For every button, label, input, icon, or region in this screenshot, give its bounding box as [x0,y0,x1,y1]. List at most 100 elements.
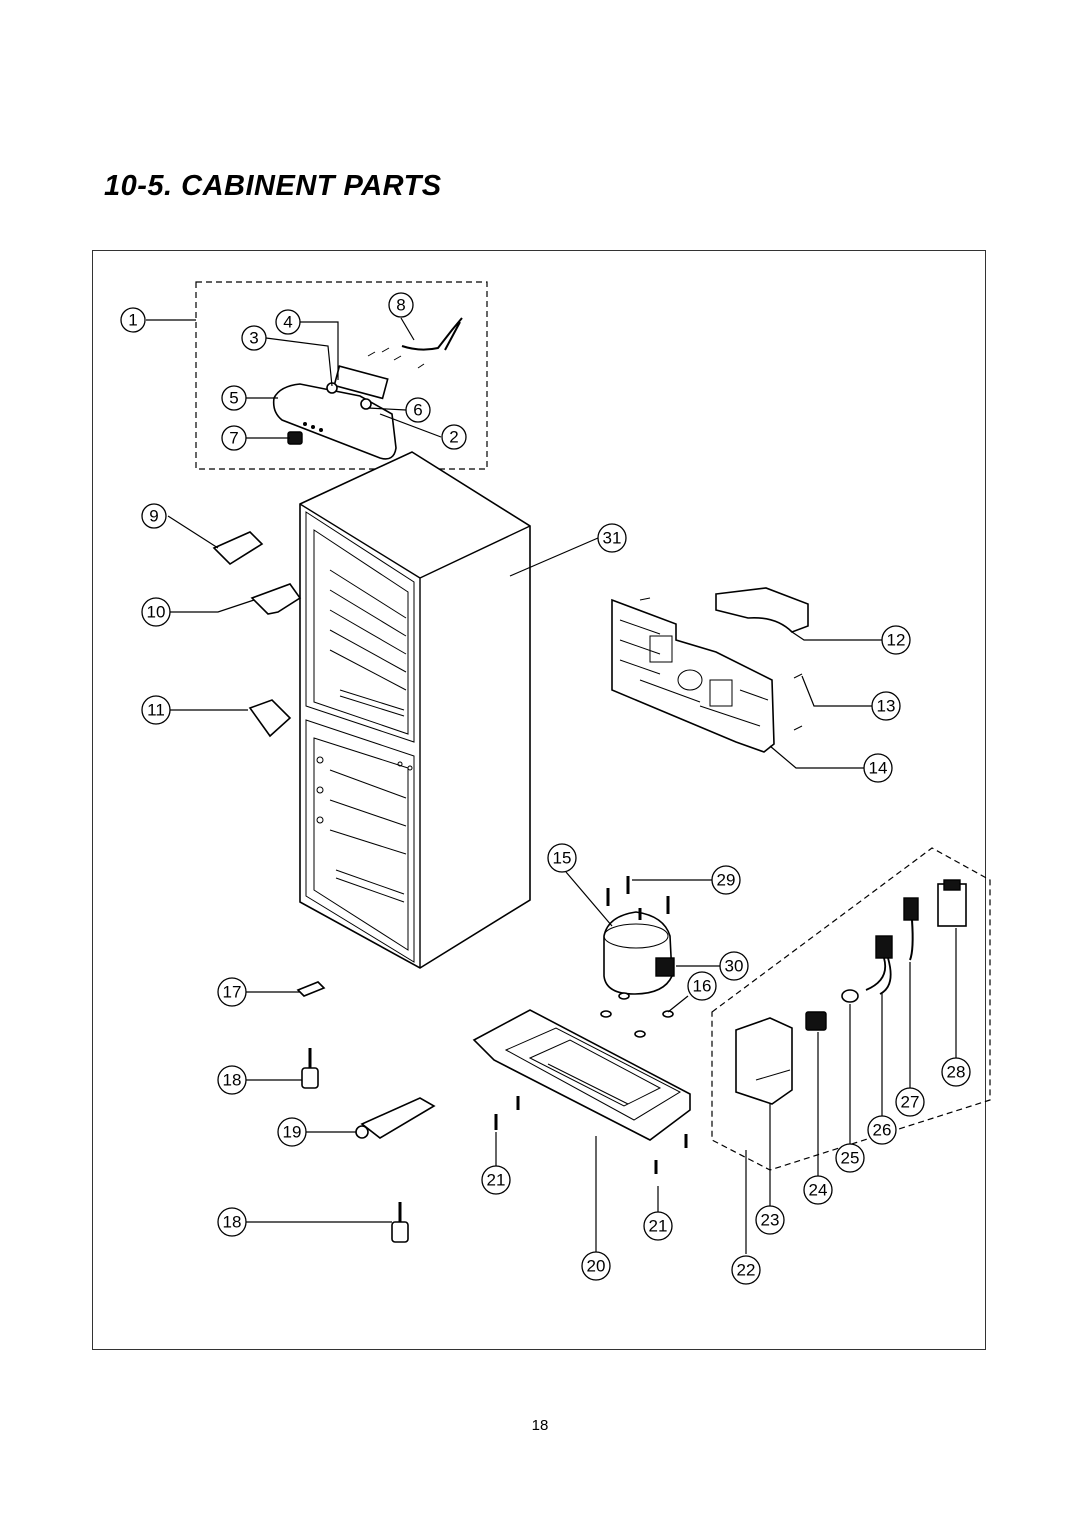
callout-26: 26 [867,1115,897,1145]
hinge-plate [296,981,326,997]
callout-17: 17 [217,977,247,1007]
svg-text:5: 5 [229,389,238,408]
svg-text:22: 22 [737,1261,756,1280]
callout-10: 10 [141,597,171,627]
callout-2: 2 [441,424,467,450]
callout-14: 14 [863,753,893,783]
svg-text:21: 21 [487,1171,506,1190]
refrigerator-cabinet [299,451,531,969]
callout-27: 27 [895,1087,925,1117]
top-hinge [212,531,264,566]
svg-text:31: 31 [603,529,622,548]
callout-21a: 21 [481,1165,511,1195]
svg-text:25: 25 [841,1149,860,1168]
svg-text:15: 15 [553,849,572,868]
electrical-parts-group-box [711,847,991,1171]
callout-23: 23 [755,1205,785,1235]
capacitor [937,879,967,927]
diagram-frame [92,250,986,1350]
svg-text:28: 28 [947,1063,966,1082]
callout-11: 11 [141,695,171,725]
svg-text:9: 9 [149,507,158,526]
callout-18b: 18 [217,1207,247,1237]
callout-13: 13 [871,691,901,721]
svg-text:14: 14 [869,759,888,778]
middle-hinge [250,583,302,615]
rear-cover-screws [639,597,803,731]
svg-text:1: 1 [128,311,137,330]
overload-protector [805,1011,827,1031]
compressor-box-cover [715,587,809,633]
svg-text:27: 27 [901,1093,920,1112]
callout-22: 22 [731,1255,761,1285]
svg-text:24: 24 [809,1181,828,1200]
grommets [600,992,674,1038]
callout-28: 28 [941,1057,971,1087]
callout-4: 4 [275,309,301,335]
callout-29: 29 [711,865,741,895]
page-title: 10-5. CABINENT PARTS [104,170,442,202]
power-cord [903,897,919,961]
svg-text:18: 18 [223,1071,242,1090]
svg-text:23: 23 [761,1211,780,1230]
svg-text:30: 30 [725,957,744,976]
svg-text:6: 6 [413,401,422,420]
callout-25: 25 [835,1143,865,1173]
compressor-base-plate [472,1009,691,1141]
svg-text:26: 26 [873,1121,892,1140]
svg-text:12: 12 [887,631,906,650]
svg-text:19: 19 [283,1123,302,1142]
callout-24: 24 [803,1175,833,1205]
thermostat-assembly [326,365,389,410]
callout-1: 1 [120,307,146,333]
roller-bracket [355,1097,436,1139]
callouts: 1 2 3 4 5 6 7 8 9 10 11 12 13 14 15 16 1… [120,292,971,1285]
callout-21b: 21 [643,1211,673,1241]
callout-20: 20 [581,1251,611,1281]
callout-3: 3 [241,325,267,351]
callout-31: 31 [597,523,627,553]
svg-text:17: 17 [223,983,242,1002]
base-screws [494,1096,688,1174]
control-panel-group-box [195,281,488,470]
callout-30: 30 [719,951,749,981]
svg-text:10: 10 [147,603,166,622]
callout-15: 15 [547,843,577,873]
svg-text:21: 21 [649,1217,668,1236]
svg-text:11: 11 [147,701,165,720]
leveling-foot-lower [391,1202,409,1243]
leader-lines [146,317,957,1256]
svg-text:29: 29 [717,871,736,890]
panel-screws [367,347,425,369]
svg-text:20: 20 [587,1257,606,1276]
bottom-hinge [248,699,292,738]
page-number: 18 [531,1417,549,1434]
svg-text:3: 3 [249,329,258,348]
compressor-bolts [606,876,670,920]
callout-18a: 18 [217,1065,247,1095]
compressor [603,911,675,995]
svg-text:7: 7 [229,429,238,448]
svg-text:16: 16 [693,977,712,996]
leveling-foot-upper [301,1048,319,1089]
svg-text:4: 4 [283,313,292,332]
svg-text:2: 2 [449,428,458,447]
svg-text:18: 18 [223,1213,242,1232]
svg-text:13: 13 [877,697,896,716]
wire-connector [865,935,893,995]
callout-16: 16 [687,971,717,1001]
svg-text:8: 8 [396,296,405,315]
callout-8: 8 [388,292,414,318]
callout-9: 9 [141,503,167,529]
rear-cover [611,598,775,753]
callout-5: 5 [221,385,247,411]
callout-7: 7 [221,425,247,451]
callout-6: 6 [405,397,431,423]
callout-12: 12 [881,625,911,655]
callout-19: 19 [277,1117,307,1147]
relay-cover [735,1017,793,1105]
lamp-holder [287,431,303,445]
thermal-fuse [841,989,859,1003]
wire-harness [401,317,463,351]
